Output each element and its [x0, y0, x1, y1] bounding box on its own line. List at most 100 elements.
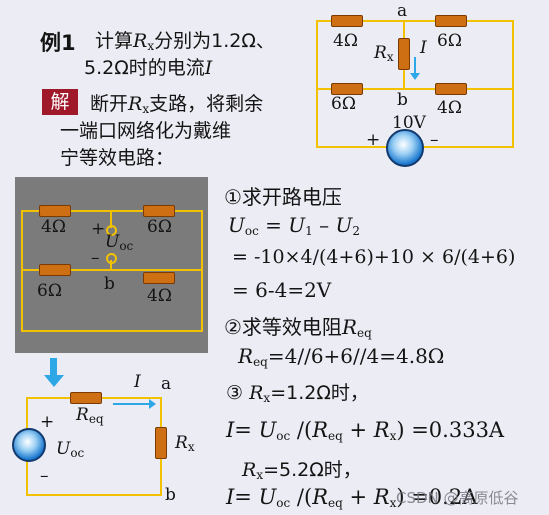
req-equation: Req=4//6+6//4=4.8Ω [238, 344, 444, 369]
wire [26, 494, 162, 496]
uoc-sub: oc [119, 239, 134, 253]
wire [21, 269, 203, 271]
req-r: R [238, 344, 254, 368]
wire [110, 260, 112, 270]
label-6-ohm: 6Ω [331, 94, 356, 114]
rx2-r: R [242, 459, 257, 481]
wire [316, 20, 514, 22]
i1-oc: oc [276, 429, 291, 443]
example-line-1-text: 计算 [95, 30, 134, 52]
result-line: = 6-4=2V [232, 278, 332, 302]
node-b: b [397, 90, 408, 110]
label-6-ohm: 6Ω [437, 31, 462, 51]
label-6-ohm: 6Ω [37, 281, 62, 301]
calc-line: = -10×4/(4+6)+10 × 6/(4+6) [232, 246, 516, 268]
i2-mid: /( [290, 485, 313, 509]
step1-title: ①求开路电压 [224, 185, 342, 209]
rx2-line: Rx=5.2Ω时， [242, 455, 362, 482]
source-label: 10V [392, 113, 426, 133]
u1-u: U [288, 213, 306, 237]
uoc-sub: oc [70, 446, 85, 460]
step3-prefix: ③ [226, 382, 244, 404]
step2-sub: eq [357, 326, 372, 340]
minus-sign: – [91, 248, 100, 268]
resistor-req [70, 392, 102, 404]
i2-oc: oc [276, 496, 291, 510]
step2-r: R [341, 315, 357, 339]
wire [21, 210, 23, 332]
step3-r: R [249, 382, 264, 404]
rx-label: Rx [175, 433, 195, 454]
node-b: b [104, 274, 115, 294]
step3-x: x [263, 391, 271, 405]
solution-rx-x: x [142, 102, 150, 116]
u2-u: U [335, 213, 353, 237]
current-arrow-head [149, 399, 156, 409]
example-line-1-rest: 分别为1.2Ω、 [154, 30, 275, 52]
rx-r: R [175, 433, 188, 453]
example-rx-r: R [133, 30, 148, 52]
rx-x: x [187, 440, 195, 454]
solution-line-3: 宁等效电路： [60, 147, 175, 169]
i2-u: U [258, 485, 277, 509]
i2-x: x [389, 496, 397, 510]
i1-r: R [312, 418, 328, 442]
rx2-x: x [256, 468, 264, 482]
down-arrow-head [44, 375, 64, 387]
resistor [331, 83, 363, 95]
step2-title: ②求等效电阻Req [224, 311, 372, 340]
uoc-label: Uoc [105, 232, 133, 253]
plus-sign: + [40, 412, 55, 432]
solution-line-1-post: 支路，将剩余 [149, 93, 264, 115]
resistor-rx [155, 427, 167, 459]
uoc-u: U [228, 213, 245, 237]
req-sub: eq [253, 355, 268, 369]
source-plus: + [366, 130, 381, 150]
resistor [331, 15, 363, 27]
resistor [143, 205, 175, 217]
resistor [39, 264, 71, 276]
i2-plus: + [342, 485, 374, 509]
req-sub: eq [88, 412, 104, 426]
node-a: a [397, 1, 408, 21]
example-line-2-text: 5.2Ω时的电流 [84, 57, 205, 79]
label-6-ohm: 6Ω [147, 217, 172, 237]
u1-sub: 1 [305, 224, 313, 238]
current-label: I [134, 372, 141, 392]
i2-eq: = [234, 485, 259, 509]
i1-eq: = [234, 418, 259, 442]
plus-sign: + [91, 219, 106, 239]
rx-x: x [386, 50, 394, 64]
minus: – [312, 213, 336, 237]
step2-title-text: ②求等效电阻 [224, 315, 342, 339]
uoc-sub: oc [244, 224, 259, 238]
current-arrow [113, 403, 149, 405]
node-b: b [165, 485, 176, 505]
resistor [435, 83, 467, 95]
i1-u: U [258, 418, 277, 442]
current-arrow-head [410, 73, 420, 80]
wire [21, 330, 203, 332]
label-4-ohm: 4Ω [147, 286, 172, 306]
rx-label: Rx [374, 43, 394, 64]
i1-mid: /( [290, 418, 313, 442]
example-title: 例1 [40, 31, 76, 55]
uoc-u: U [56, 439, 71, 459]
label-4-ohm: 4Ω [41, 217, 66, 237]
solution-line-1-pre: 断开 [90, 93, 129, 115]
rx2-value: =5.2Ω时， [263, 459, 362, 481]
req-label: Req [76, 405, 104, 426]
u2-sub: 2 [352, 224, 361, 238]
voltage-source [386, 129, 424, 167]
source-minus: – [430, 130, 439, 150]
step3-value: =1.2Ω时， [270, 382, 369, 404]
solution-rx-r: R [128, 93, 143, 115]
i1-eq-sub: eq [328, 429, 343, 443]
rx-r: R [374, 43, 387, 63]
open-circuit-panel: 4Ω 6Ω 6Ω 4Ω + – Uoc b [15, 177, 208, 353]
wire [512, 20, 514, 148]
wire [21, 210, 203, 212]
step3-line: ③ Rx=1.2Ω时， [226, 378, 369, 405]
label-4-ohm: 4Ω [333, 31, 358, 51]
